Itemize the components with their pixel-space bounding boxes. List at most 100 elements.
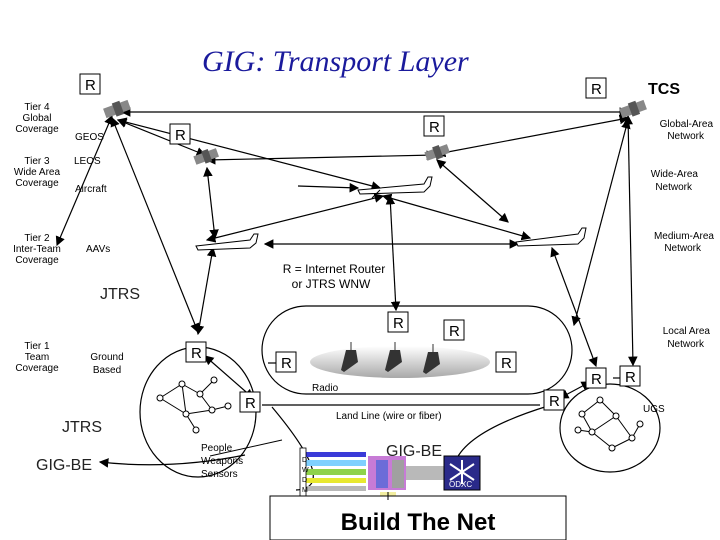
people-weapons-sensors-label: People Weapons Sensors — [201, 443, 243, 480]
aavs-label: AAVs — [86, 244, 110, 255]
svg-text:R: R — [245, 395, 256, 412]
tier3-label: Tier 3 Wide Area Coverage — [14, 156, 61, 189]
radio-label: Radio — [312, 383, 339, 394]
build-the-net-box — [269, 495, 567, 540]
leos-label: LEOS — [74, 156, 101, 167]
aircraft-label: Aircraft — [75, 184, 107, 195]
mesh-nodes-right — [574, 396, 644, 452]
gig-be-label-left: GIG-BE — [36, 457, 92, 474]
router-box: R — [619, 365, 641, 387]
router-box: R — [275, 351, 297, 373]
svg-text:Inter-Team: Inter-Team — [13, 244, 61, 255]
svg-text:Medium-Area: Medium-Area — [654, 231, 714, 242]
svg-text:R: R — [281, 355, 292, 372]
svg-text:R = Internet Router: R = Internet Router — [283, 262, 385, 276]
svg-text:People: People — [201, 443, 233, 454]
jtrs-label-bottom: JTRS — [62, 419, 102, 436]
router-box: R — [585, 77, 607, 99]
satellite-icon — [103, 99, 131, 119]
svg-text:R: R — [393, 315, 404, 332]
ugs-label: UGS — [643, 404, 665, 415]
svg-text:D: D — [302, 457, 307, 464]
svg-text:Global-Area: Global-Area — [660, 119, 714, 130]
svg-text:R: R — [591, 81, 602, 98]
svg-text:R: R — [625, 369, 636, 386]
svg-text:R: R — [449, 323, 460, 340]
people-link — [209, 439, 283, 457]
svg-text:Coverage: Coverage — [15, 255, 59, 266]
svg-text:Global: Global — [23, 113, 52, 124]
svg-text:R: R — [501, 355, 512, 372]
router-legend: R = Internet Router or JTRS WNW — [283, 262, 385, 291]
svg-text:R: R — [175, 127, 186, 144]
gig-be-link-left — [98, 454, 246, 468]
radio-soldiers — [341, 342, 440, 374]
router-box: R — [169, 123, 191, 145]
satellite-icon — [193, 148, 219, 165]
router-box: R — [495, 351, 517, 373]
aav-icon — [515, 227, 587, 247]
diagram-title: GIG: Transport Layer — [202, 45, 469, 78]
local-area-label: Local Area Network — [663, 326, 711, 350]
svg-text:R: R — [191, 345, 202, 362]
svg-text:Sensors: Sensors — [201, 469, 238, 480]
svg-text:Coverage: Coverage — [15, 178, 59, 189]
odxc-label: ODXC — [449, 480, 472, 489]
svg-text:Network: Network — [667, 131, 705, 142]
svg-text:R: R — [591, 371, 602, 388]
geos-label: GEOS — [75, 132, 104, 143]
satellite-icon — [619, 99, 647, 119]
router-box: R — [387, 311, 409, 333]
svg-text:Weapons: Weapons — [201, 456, 243, 467]
tier1-label: Tier 1 Team Coverage — [15, 341, 59, 374]
svg-text:Tier 4: Tier 4 — [24, 102, 50, 113]
land-line-label: Land Line (wire or fiber) — [336, 411, 442, 422]
svg-text:or JTRS WNW: or JTRS WNW — [292, 277, 371, 291]
land-line-right — [455, 405, 549, 461]
land-line-curve — [271, 406, 314, 491]
svg-text:Coverage: Coverage — [15, 363, 59, 374]
svg-text:Wide Area: Wide Area — [14, 167, 61, 178]
svg-text:R: R — [549, 393, 560, 410]
router-box: R — [543, 389, 565, 411]
ugs-network-cloud — [559, 383, 661, 473]
aircraft-icon — [357, 176, 433, 199]
dwdm-label: D W D M — [302, 457, 309, 494]
svg-text:Team: Team — [25, 352, 49, 363]
svg-text:Ground: Ground — [90, 352, 123, 363]
svg-text:R: R — [85, 77, 96, 94]
svg-text:Network: Network — [667, 339, 705, 350]
svg-text:D: D — [302, 477, 307, 484]
svg-text:Based: Based — [93, 365, 121, 376]
svg-text:Tier 2: Tier 2 — [24, 233, 50, 244]
global-area-label: Global-Area Network — [660, 119, 714, 142]
aav-icon — [195, 233, 259, 251]
router-box: R — [239, 391, 261, 413]
build-the-net-label: Build The Net — [341, 509, 496, 536]
svg-text:Coverage: Coverage — [15, 124, 59, 135]
jtrs-label-top: JTRS — [100, 286, 140, 303]
svg-text:Network: Network — [664, 243, 702, 254]
ground-based-label: Ground Based — [90, 352, 123, 376]
tier4-label: Tier 4 Global Coverage — [15, 102, 59, 135]
local-area-oval — [261, 305, 573, 395]
svg-text:Tier 3: Tier 3 — [24, 156, 50, 167]
router-box: R — [79, 73, 101, 95]
satellite-icon — [424, 144, 450, 161]
mesh-nodes-left — [156, 376, 232, 434]
router-box: R — [423, 115, 445, 137]
router-box: R — [585, 367, 607, 389]
odxc-switch — [443, 455, 481, 491]
svg-text:W: W — [302, 467, 309, 474]
svg-text:Tier 1: Tier 1 — [24, 341, 50, 352]
gig-be-label-center: GIG-BE — [386, 443, 442, 460]
svg-text:Network: Network — [655, 182, 693, 193]
svg-text:M: M — [302, 487, 308, 494]
tier2-label: Tier 2 Inter-Team Coverage — [13, 233, 61, 266]
svg-text:Local Area: Local Area — [663, 326, 711, 337]
tcs-label: TCS — [648, 81, 680, 98]
medium-area-label: Medium-Area Network — [654, 231, 714, 254]
svg-text:R: R — [429, 119, 440, 136]
